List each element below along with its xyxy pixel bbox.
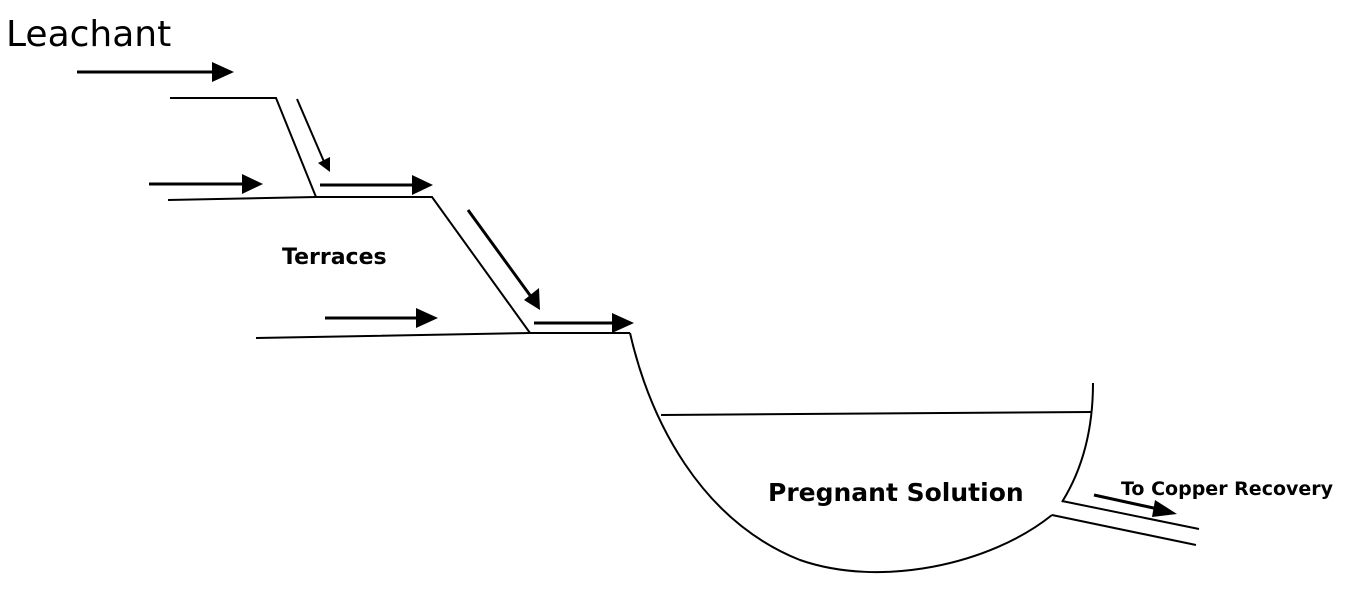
- leachant-arrow-bottom: [325, 308, 438, 328]
- outlet-channel: [1051, 500, 1200, 546]
- flow-arrow-middle-terrace: [320, 175, 433, 195]
- outlet-channel-lower: [1051, 514, 1197, 546]
- leachant-arrow-middle: [149, 174, 263, 194]
- leachant-arrow-top: [77, 62, 234, 82]
- solution-surface-line: [660, 411, 1092, 416]
- slope-arrow-2: [466, 209, 540, 310]
- pregnant-solution-label: Pregnant Solution: [768, 478, 1024, 507]
- copper-recovery-label: To Copper Recovery: [1121, 478, 1334, 500]
- leachant-title: Leachant: [6, 14, 171, 55]
- bottom-terrace-line: [255, 332, 630, 339]
- slope-arrow-1: [296, 98, 330, 172]
- pond-right-wall: [1061, 382, 1094, 503]
- top-terrace-line: [170, 97, 317, 198]
- pond-left-wall: [629, 332, 1053, 574]
- outlet-flow-arrow: [1093, 493, 1177, 517]
- outlet-channel-upper: [1061, 500, 1200, 530]
- terrace-profile: [167, 97, 630, 339]
- flow-arrow-bottom-terrace: [534, 313, 634, 333]
- collection-pond: [629, 332, 1094, 574]
- middle-terrace-line: [167, 196, 531, 334]
- terraces-label: Terraces: [282, 245, 387, 270]
